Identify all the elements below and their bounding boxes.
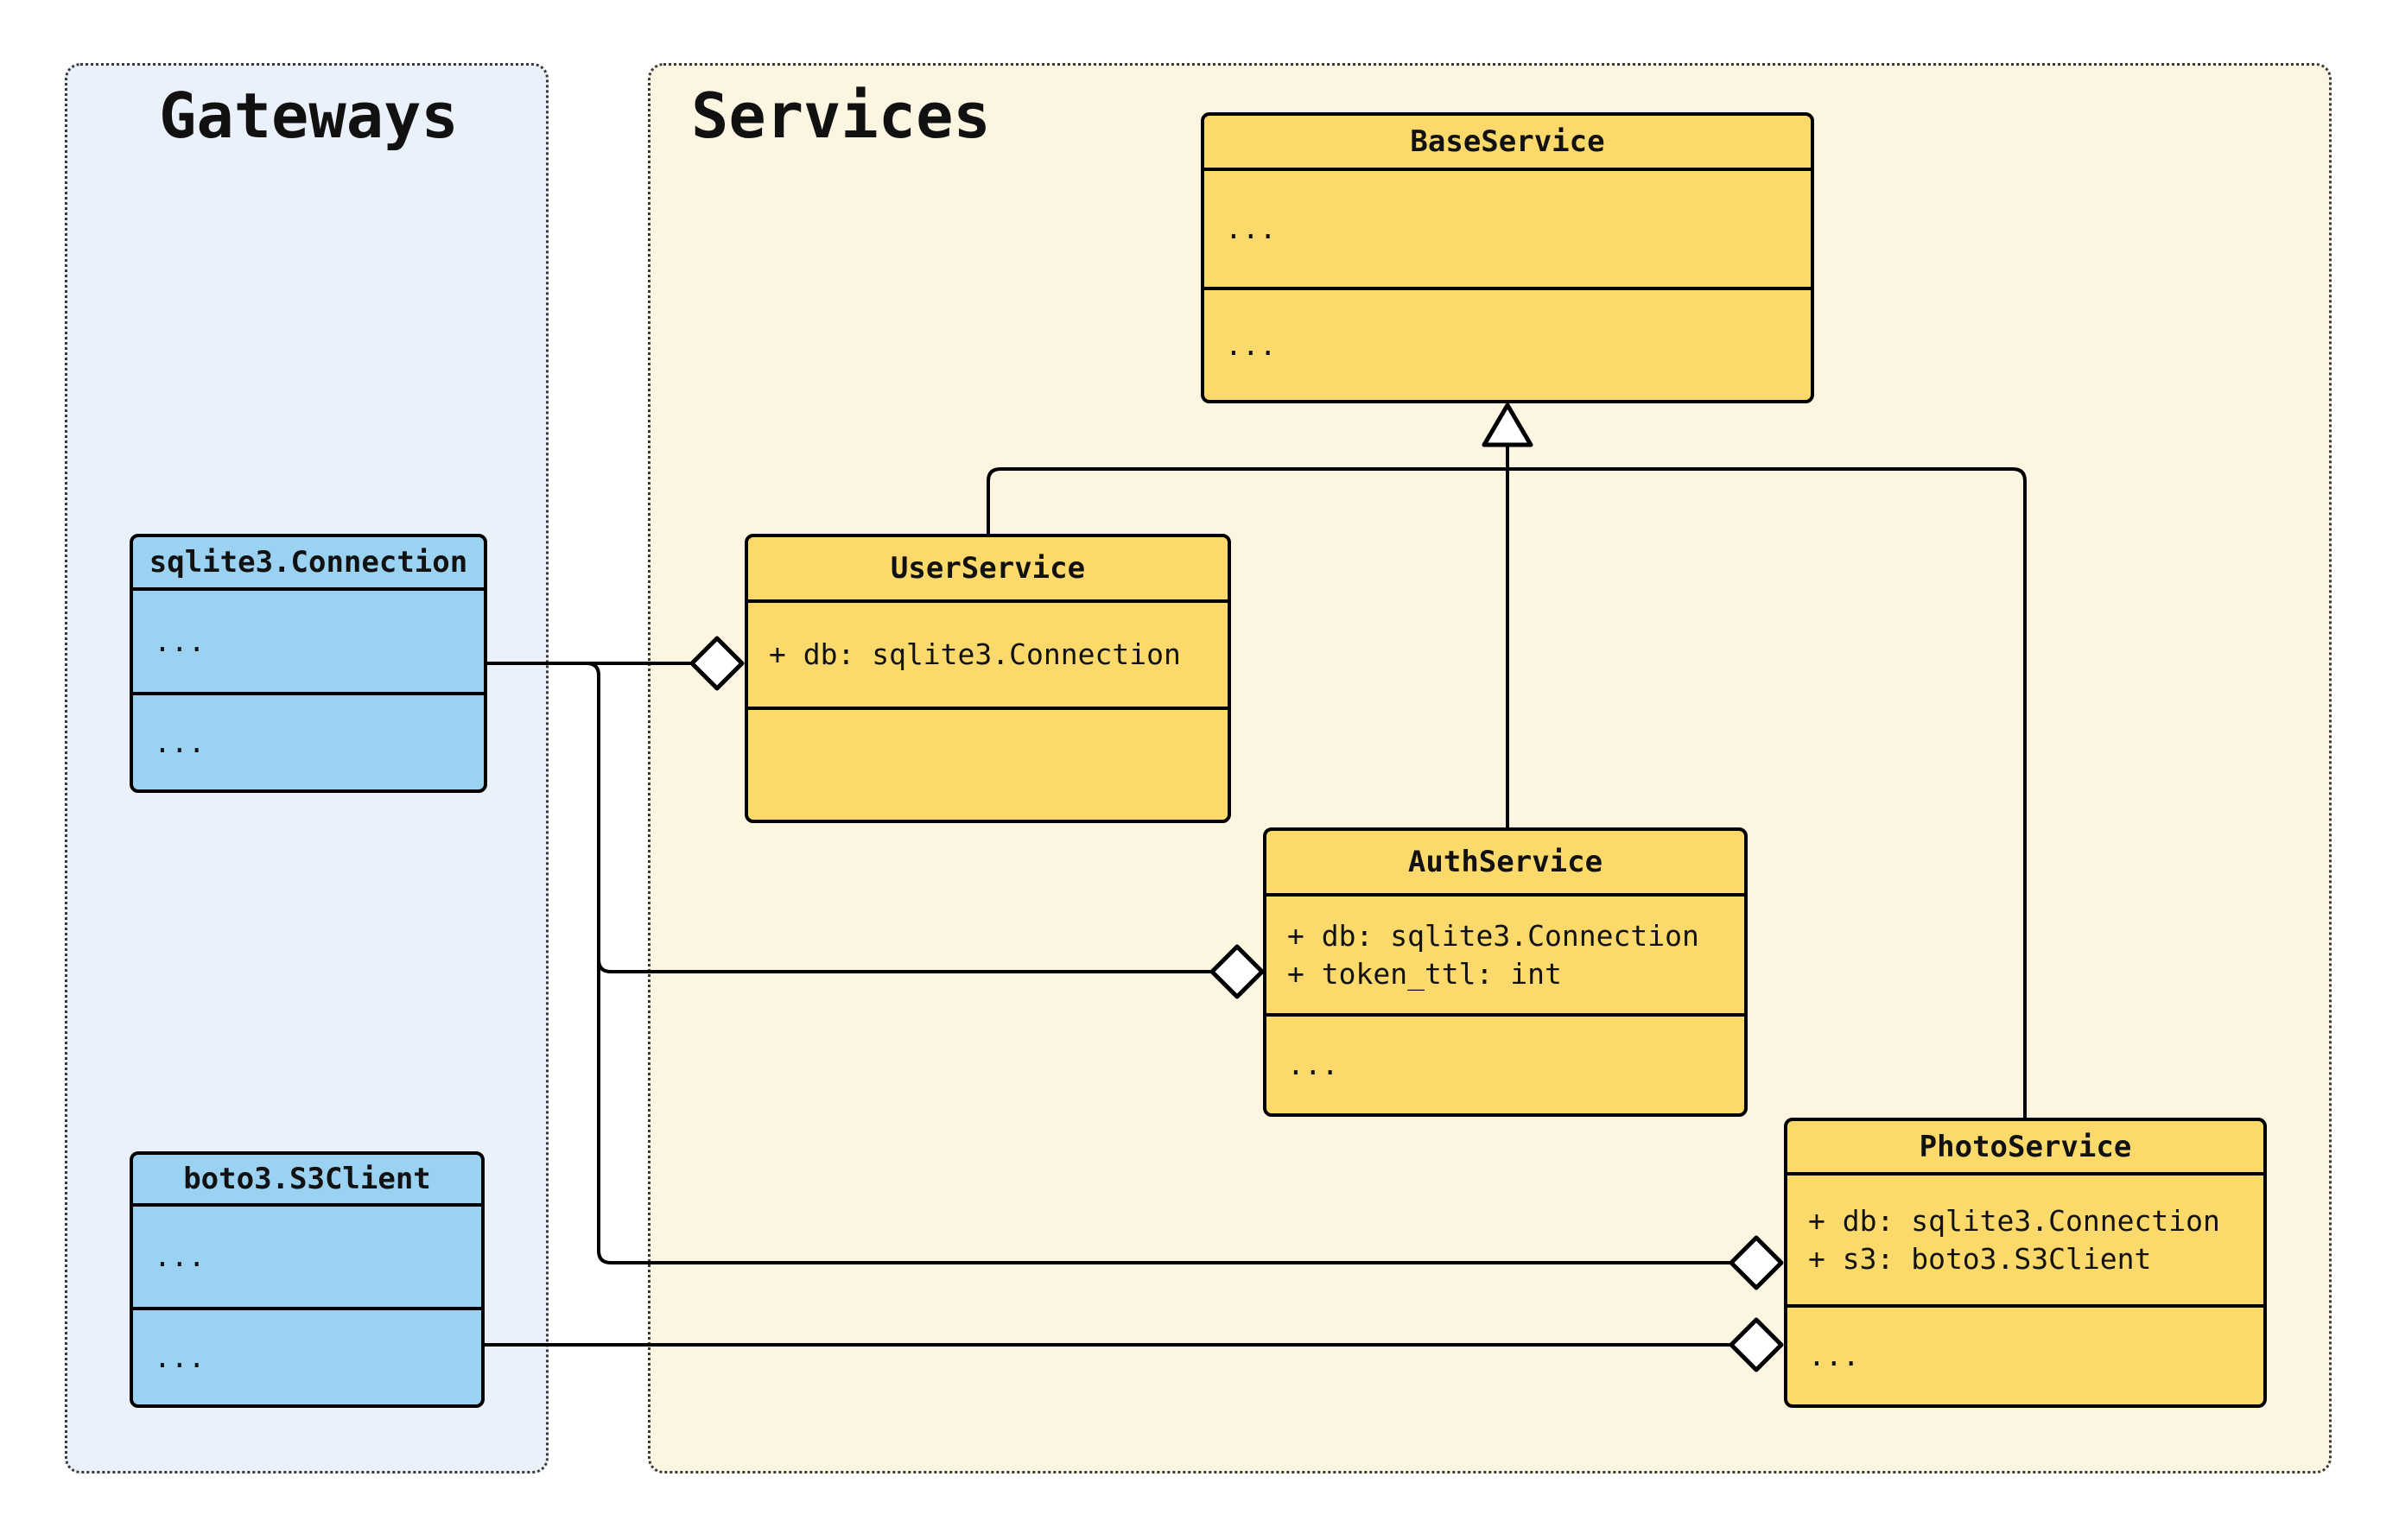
class-methods-section: ...: [1204, 287, 1811, 400]
group-services-label: Services: [691, 79, 991, 152]
class-method: ...: [1808, 1339, 1860, 1372]
class-attribute: + s3: boto3.S3Client: [1808, 1241, 2152, 1276]
class-attribute: + db: sqlite3.Connection: [1287, 918, 1699, 953]
group-gateways-label: Gateways: [159, 79, 459, 152]
class-method: ...: [154, 1340, 206, 1374]
class-attributes-section: ...: [133, 587, 484, 692]
class-method: ...: [1287, 1048, 1339, 1081]
class-attributes-section: ...: [1204, 168, 1811, 287]
class-box-photo-service: PhotoService + db: sqlite3.Connection + …: [1784, 1118, 2267, 1408]
class-attributes-section: ...: [133, 1203, 481, 1307]
class-title: PhotoService: [1919, 1129, 2132, 1164]
class-title: UserService: [890, 551, 1086, 586]
class-attribute: ...: [154, 1239, 206, 1273]
class-attribute: + db: sqlite3.Connection: [769, 637, 1181, 671]
class-title: boto3.S3Client: [183, 1162, 431, 1196]
class-methods-section: ...: [1266, 1013, 1744, 1113]
class-attributes-section: + db: sqlite3.Connection: [748, 599, 1228, 707]
class-methods-section: ...: [133, 1307, 481, 1404]
class-box-boto3-s3client: boto3.S3Client ... ...: [130, 1151, 485, 1408]
class-methods-section: [748, 707, 1228, 820]
class-methods-section: ...: [1787, 1304, 2263, 1404]
class-title: sqlite3.Connection: [149, 545, 468, 580]
class-title: AuthService: [1407, 845, 1603, 879]
class-box-user-service: UserService + db: sqlite3.Connection: [745, 534, 1231, 823]
class-methods-section: ...: [133, 692, 484, 789]
class-attribute: ...: [154, 624, 206, 658]
class-method: ...: [1225, 327, 1277, 362]
class-attributes-section: + db: sqlite3.Connection + token_ttl: in…: [1266, 893, 1744, 1013]
class-attributes-section: + db: sqlite3.Connection + s3: boto3.S3C…: [1787, 1172, 2263, 1304]
class-attribute: + db: sqlite3.Connection: [1808, 1203, 2220, 1238]
class-box-auth-service: AuthService + db: sqlite3.Connection + t…: [1263, 827, 1748, 1117]
class-box-sqlite3-connection: sqlite3.Connection ... ...: [130, 534, 487, 793]
class-box-base-service: BaseService ... ...: [1201, 112, 1814, 403]
class-attribute: + token_ttl: int: [1287, 956, 1562, 991]
class-attribute: ...: [1225, 212, 1277, 245]
class-method: ...: [154, 725, 206, 759]
class-title: BaseService: [1410, 124, 1605, 159]
